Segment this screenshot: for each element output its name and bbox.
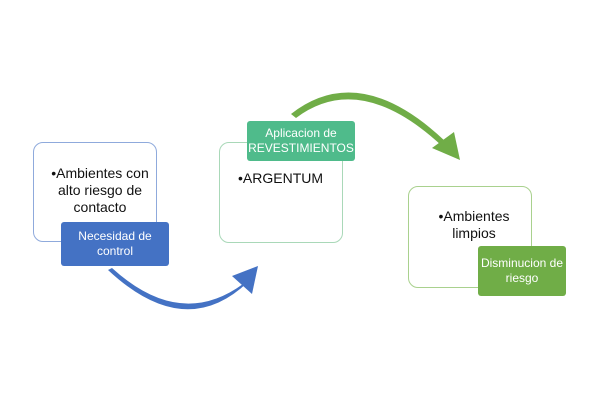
stage-2-text: •ARGENTUM [238,170,338,187]
curved-arrow-2 [291,92,460,160]
bullet: • [438,208,444,224]
stage-2-body: ARGENTUM [242,170,324,186]
stage-label-3: Disminucion de riesgo [478,246,566,296]
stage-3-text: •Ambientes limpios [426,208,522,242]
stage-1-text: •Ambientes con alto riesgo de contacto [46,165,154,216]
bullet: • [238,170,243,186]
stage-3-body: Ambientes limpios [443,208,510,241]
stage-label-2: Aplicacion de REVESTIMIENTOS [247,121,355,161]
stage-label-1: Necesidad de control [61,222,169,266]
stage-1-body: Ambientes con alto riesgo de contacto [56,165,149,215]
bullet: • [51,165,57,181]
curved-arrow-1 [108,266,258,310]
